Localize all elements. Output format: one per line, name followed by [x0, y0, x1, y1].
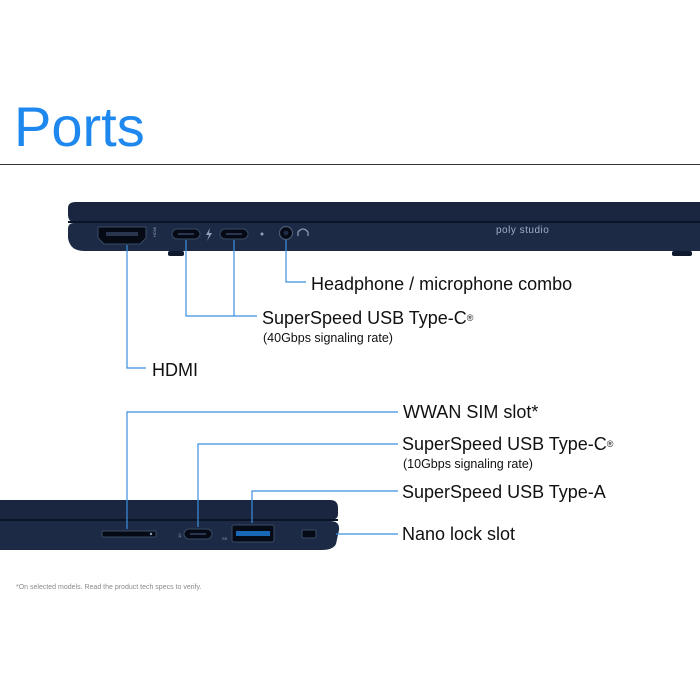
usbc-40-callout: SuperSpeed USB Type-C®	[262, 307, 473, 329]
laptop-foot	[672, 251, 692, 256]
headset-icon	[297, 228, 309, 236]
usb-a-callout: SuperSpeed USB Type-A	[402, 482, 606, 502]
laptop-hinge-line	[68, 221, 700, 223]
title-divider	[0, 164, 700, 165]
usbc-10-callout: SuperSpeed USB Type-C®	[402, 433, 613, 455]
hdmi-callout: HDMI	[152, 360, 198, 380]
thunderbolt-icon	[206, 228, 212, 241]
registered-mark: ®	[466, 313, 474, 323]
headphone-callout: Headphone / microphone combo	[311, 274, 573, 294]
usbc-10-subtitle: (10Gbps signaling rate)	[403, 457, 533, 471]
page-title: Ports	[14, 95, 145, 158]
laptop-right-side: 10 SS	[0, 500, 340, 550]
usbc-tag: 10	[177, 533, 182, 538]
laptop-base-bottom	[0, 521, 340, 550]
status-led-icon	[260, 232, 264, 236]
laptop-lid-bottom	[0, 500, 338, 520]
registered-mark: ®	[606, 439, 614, 449]
wwan-callout: WWAN SIM slot*	[403, 402, 539, 422]
lock-slot-icon	[301, 529, 317, 539]
footnote: *On selected models. Read the product te…	[16, 584, 202, 591]
laptop-left-side: HDMI poly studio	[68, 202, 700, 256]
laptop-base-top	[68, 223, 700, 251]
usbc-40-subtitle: (40Gbps signaling rate)	[263, 331, 393, 345]
usbc-40-label: SuperSpeed USB Type-C	[262, 308, 467, 328]
laptop-lid-top	[68, 202, 700, 222]
callout-leaders-bottom	[126, 411, 398, 535]
brand-mark: poly studio	[496, 225, 549, 236]
callout-leaders-top	[126, 240, 306, 369]
usb-a-tag: SS	[222, 536, 228, 541]
usbc-10-label: SuperSpeed USB Type-C	[402, 434, 607, 454]
sim-slot-icon	[101, 530, 157, 538]
hdmi-port-tag: HDMI	[152, 227, 157, 237]
lock-callout: Nano lock slot	[402, 524, 516, 544]
laptop-foot	[168, 251, 184, 256]
